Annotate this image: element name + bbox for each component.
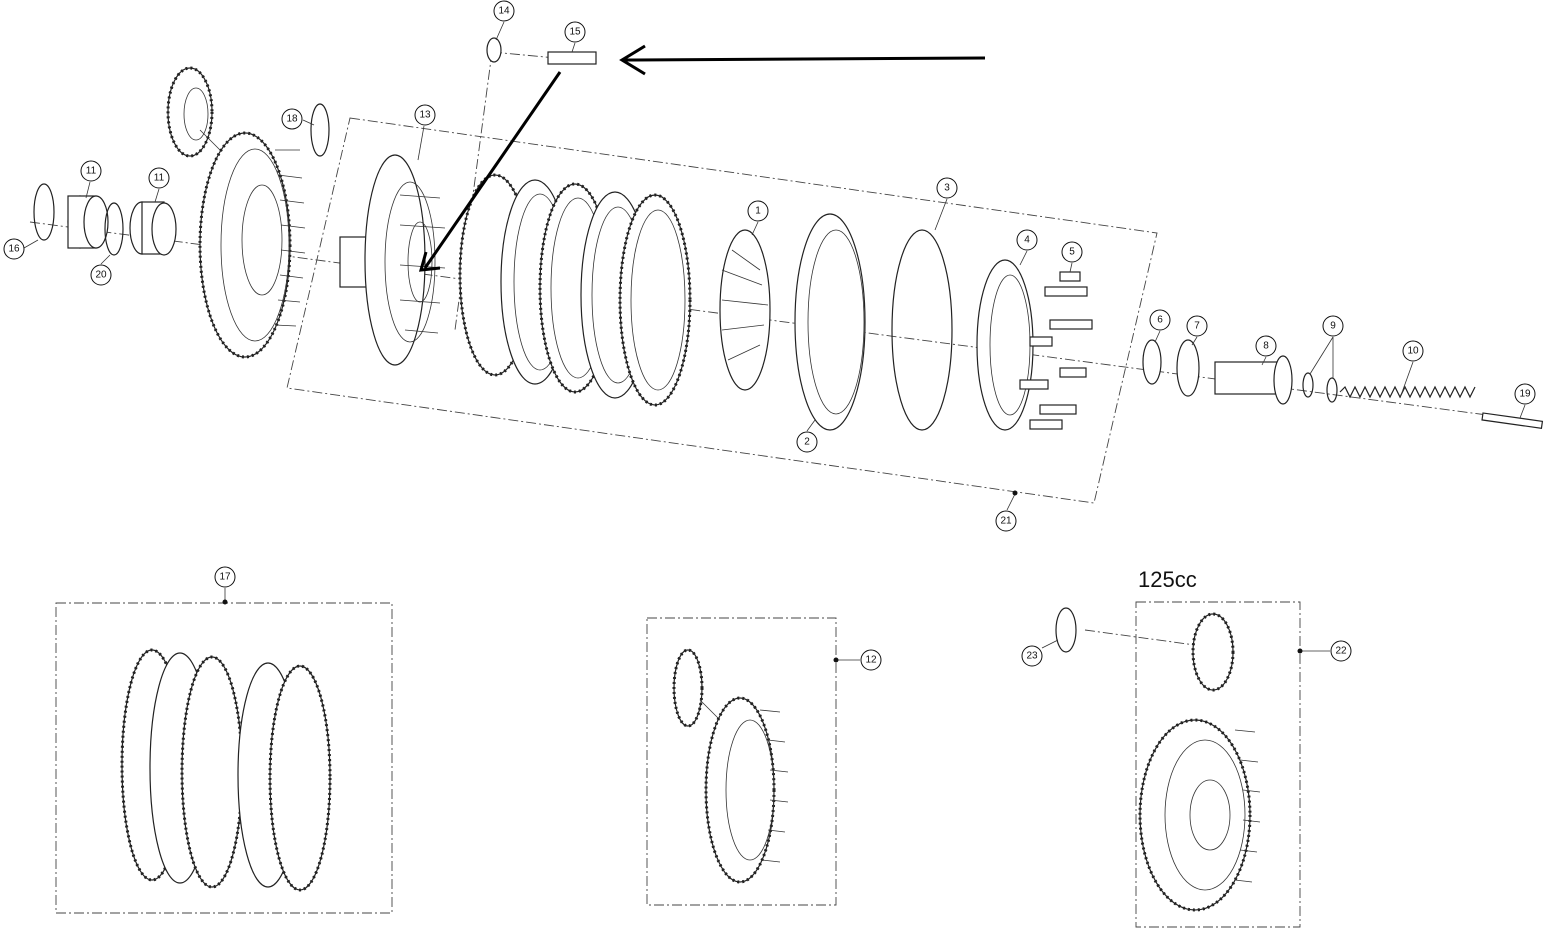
svg-text:10: 10: [1407, 346, 1419, 357]
callout-4: 4: [1016, 229, 1038, 251]
callout-17: 17: [214, 566, 236, 588]
assembly-box-21: [286, 117, 1158, 504]
diaphragm-spring-1: [719, 229, 771, 391]
callout-14: 14: [493, 0, 515, 22]
clutch-basket: [198, 131, 306, 359]
kit-box-22: [1135, 601, 1301, 928]
clutch-plate-stack: [458, 173, 692, 407]
callout-19: 19: [1514, 383, 1536, 405]
callout-2: 2: [796, 431, 818, 453]
kit-box-12: [646, 617, 837, 906]
callout-23: 23: [1021, 645, 1043, 667]
svg-text:11: 11: [154, 173, 165, 184]
svg-text:1: 1: [755, 206, 761, 217]
callout-leaders: [23, 21, 1526, 649]
washer-9b: [1326, 377, 1338, 403]
callout-12: 12: [860, 649, 882, 671]
nut-23: [1055, 607, 1077, 653]
callout-8: 8: [1255, 335, 1277, 357]
svg-text:16: 16: [8, 244, 20, 255]
svg-text:17: 17: [219, 572, 231, 583]
callout-9: 9: [1322, 315, 1344, 337]
needle-bearing-11a: [67, 195, 109, 249]
pressure-ring-2: [794, 213, 866, 431]
callout-11b: 11: [148, 167, 170, 189]
junction-dots: [222, 490, 1303, 663]
callout-21: 21: [995, 510, 1017, 532]
annotation-arrow-diagonal: [418, 71, 562, 272]
bolt-15: [547, 51, 597, 65]
callout-13: 13: [414, 104, 436, 126]
svg-text:8: 8: [1263, 341, 1269, 352]
svg-text:15: 15: [569, 27, 581, 38]
callout-7: 7: [1186, 315, 1208, 337]
callout-10: 10: [1402, 340, 1424, 362]
washer-20: [104, 202, 124, 256]
svg-text:12: 12: [865, 655, 877, 666]
bolt-guide-line: [454, 51, 493, 331]
svg-text:11: 11: [86, 166, 97, 177]
svg-text:21: 21: [1000, 516, 1012, 527]
callout-3: 3: [936, 177, 958, 199]
cover-plate-4: [976, 259, 1034, 431]
svg-text:6: 6: [1157, 315, 1163, 326]
svg-text:3: 3: [944, 183, 950, 194]
svg-text:14: 14: [498, 6, 510, 17]
primary-gear: [166, 66, 214, 158]
callout-15: 15: [564, 21, 586, 43]
gear-kit-22: [1138, 612, 1261, 912]
callout-16: 16: [3, 238, 25, 260]
callout-11a: 11: [80, 160, 102, 182]
svg-text:7: 7: [1194, 321, 1200, 332]
svg-text:22: 22: [1335, 646, 1347, 657]
pushrod-19: [1481, 412, 1544, 429]
svg-text:20: 20: [95, 270, 107, 281]
svg-text:18: 18: [286, 114, 298, 125]
circlip-16: [33, 183, 55, 241]
pushrod-piece-8: [1214, 355, 1293, 405]
ring-3: [891, 229, 953, 431]
svg-text:9: 9: [1330, 321, 1336, 332]
bolts-5: [1019, 271, 1093, 430]
svg-text:19: 19: [1519, 389, 1531, 400]
svg-text:5: 5: [1069, 247, 1075, 258]
svg-text:23: 23: [1026, 651, 1038, 662]
annotation-arrow-horizontal: [619, 44, 986, 76]
callout-6: 6: [1149, 309, 1171, 331]
needle-bearing-11b: [129, 201, 177, 256]
plate-kit-17: [120, 648, 332, 892]
clutch-hub-13: [339, 154, 446, 366]
circlip-18: [310, 103, 330, 157]
callout-18: 18: [281, 108, 303, 130]
svg-text:4: 4: [1024, 235, 1030, 246]
callout-5: 5: [1061, 241, 1083, 263]
spring-10: [1339, 385, 1476, 399]
svg-text:13: 13: [419, 110, 431, 121]
basket-kit-12: [672, 648, 789, 884]
callout-20: 20: [90, 264, 112, 286]
callout-1: 1: [747, 200, 769, 222]
nut-14: [486, 37, 502, 63]
callout-22: 22: [1330, 640, 1352, 662]
bearing-7: [1176, 339, 1200, 397]
variant-label: 125cc: [1138, 567, 1197, 592]
washer-6: [1142, 339, 1162, 385]
washer-9a: [1302, 372, 1314, 398]
svg-text:2: 2: [804, 437, 810, 448]
